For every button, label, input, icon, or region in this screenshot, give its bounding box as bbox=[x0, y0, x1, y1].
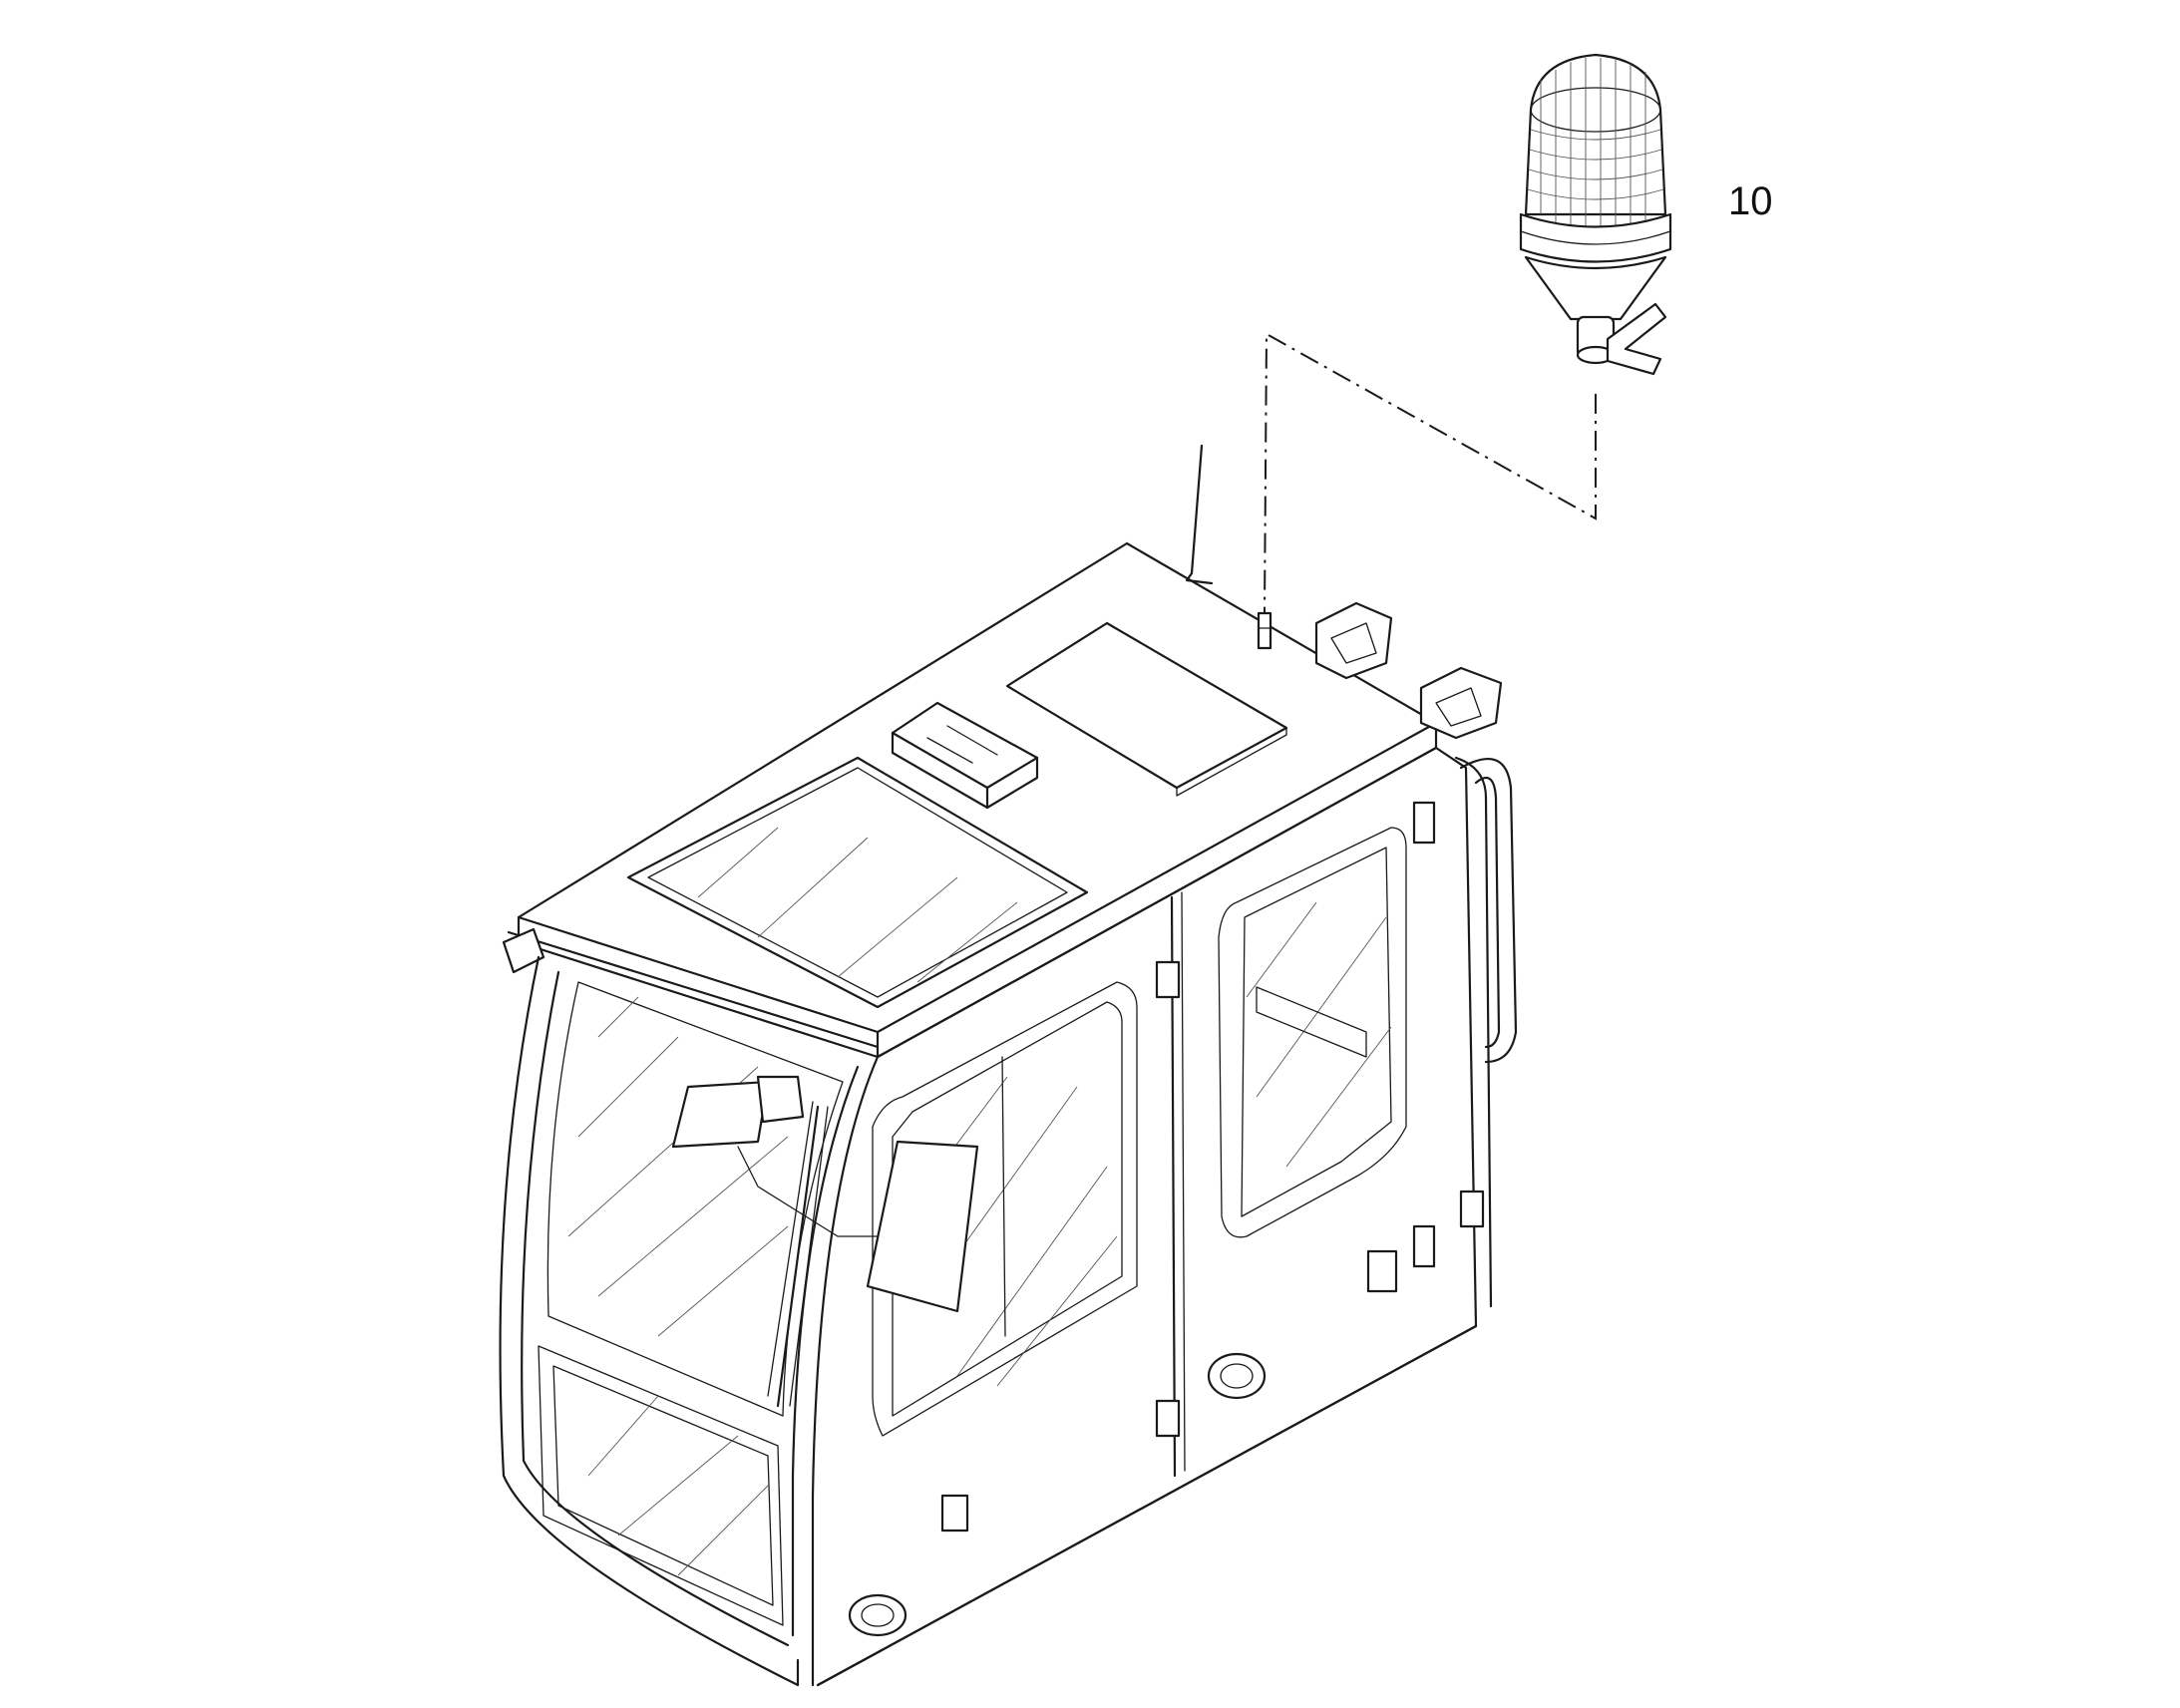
front-wiper bbox=[776, 1105, 820, 1408]
front-frame bbox=[499, 955, 800, 1687]
front-window bbox=[546, 981, 844, 1417]
operator-cab bbox=[499, 444, 1518, 1687]
door-hinges bbox=[1155, 801, 1485, 1438]
front-lower-handle bbox=[848, 1593, 908, 1637]
work-light-rear-right bbox=[1419, 666, 1503, 740]
antenna bbox=[1190, 444, 1204, 575]
work-light-front bbox=[502, 927, 545, 974]
beacon-lens bbox=[1524, 53, 1667, 216]
beacon-base bbox=[1519, 212, 1672, 263]
door-latch bbox=[1366, 1249, 1398, 1293]
cab-roof bbox=[517, 541, 1438, 1034]
beacon-wing-nut bbox=[1606, 302, 1667, 376]
door-handle bbox=[1207, 1352, 1267, 1400]
rear-handrail bbox=[1459, 758, 1518, 1064]
work-light-rear-left bbox=[1314, 601, 1393, 680]
callout-10: 10 bbox=[1728, 179, 1773, 223]
beacon-mount bbox=[1257, 611, 1272, 650]
assembly-leader-line bbox=[1264, 332, 1597, 614]
door-window bbox=[1218, 827, 1407, 1238]
door-mirror bbox=[866, 1140, 979, 1313]
side-mirror bbox=[671, 1075, 879, 1237]
rotating-beacon bbox=[1519, 53, 1672, 376]
side-window-front bbox=[872, 981, 1138, 1437]
